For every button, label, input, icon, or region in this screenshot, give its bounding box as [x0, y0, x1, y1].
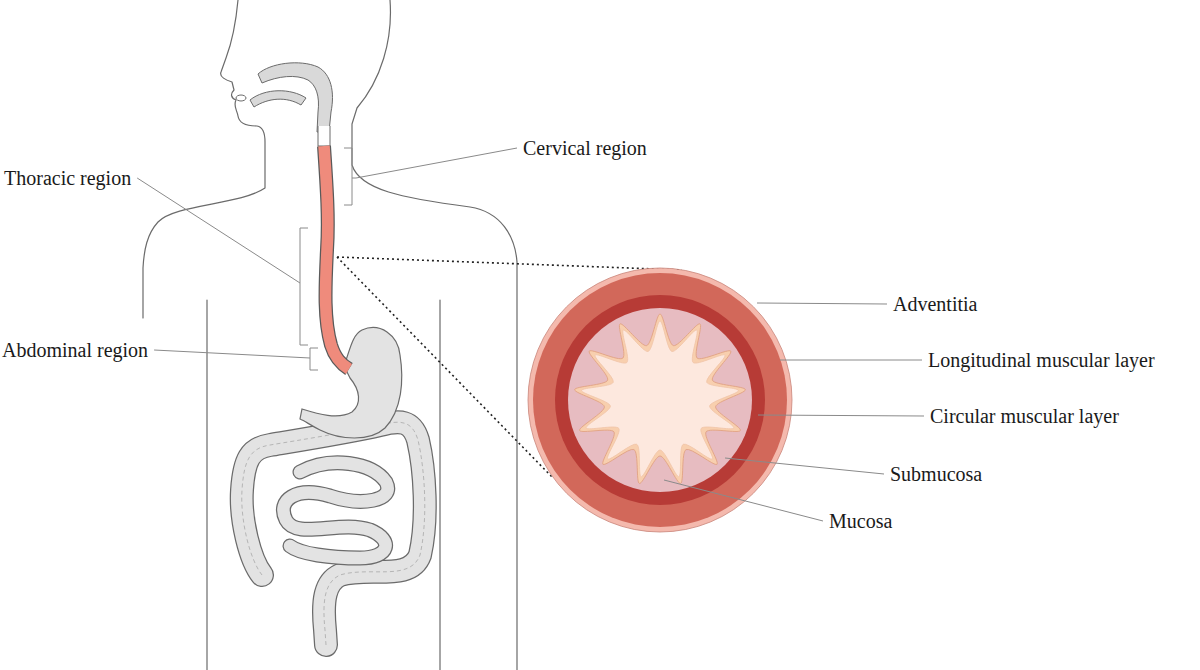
region-label: Thoracic region	[4, 167, 131, 190]
small-intestine	[283, 463, 387, 558]
layer-label: Longitudinal muscular layer	[928, 349, 1155, 372]
region-bracket	[310, 348, 318, 370]
body-outline	[143, 0, 265, 318]
leader-line	[664, 480, 823, 521]
circular-muscle-layer	[555, 295, 765, 505]
leader-line	[356, 148, 517, 178]
colon	[242, 422, 425, 645]
submucosa-layer	[568, 308, 752, 492]
adventitia-layer	[528, 268, 792, 532]
small-intestine	[283, 463, 387, 558]
leader-line	[780, 360, 922, 361]
longitudinal-muscle-layer	[533, 273, 787, 527]
region-label: Cervical region	[523, 137, 647, 160]
leader-line	[137, 178, 300, 283]
colon	[242, 422, 425, 645]
colon-detail	[242, 422, 425, 645]
leader-line	[757, 303, 887, 304]
region-bracket	[344, 148, 356, 205]
leader-line	[725, 458, 884, 474]
layer-label: Mucosa	[829, 510, 892, 533]
mucosa-layer	[575, 314, 746, 484]
layer-label: Circular muscular layer	[930, 405, 1119, 428]
layer-label: Submucosa	[890, 463, 982, 486]
region-label: Abdominal region	[2, 339, 148, 362]
body-outline	[439, 300, 440, 670]
lumen	[582, 321, 739, 477]
region-bracket	[300, 228, 308, 345]
pharynx	[318, 126, 330, 146]
layer-label: Adventitia	[893, 293, 977, 316]
leader-line	[758, 415, 924, 416]
stomach	[300, 328, 402, 438]
leader-line	[154, 350, 310, 358]
tongue	[250, 91, 306, 107]
mouth	[236, 95, 246, 101]
body-outline	[206, 300, 207, 670]
